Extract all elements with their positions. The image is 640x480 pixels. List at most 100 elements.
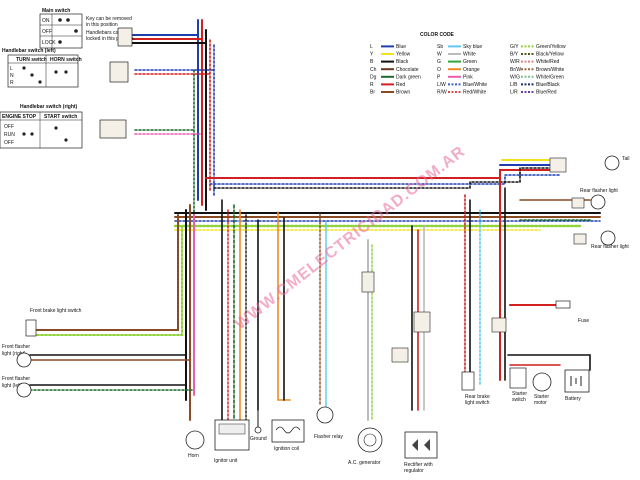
generator-icon	[357, 427, 383, 453]
main-switch-note-1: Key can be removed	[86, 16, 132, 22]
color-code-abbrev: W/R	[510, 59, 520, 65]
color-code-name: Brown/White	[536, 67, 565, 73]
handlebar-right-start: START switch	[44, 114, 77, 120]
battery-label: Battery	[565, 396, 581, 402]
color-code-abbrev: Br/W	[510, 67, 521, 73]
rear-flasher-left: Rear flasher light	[580, 188, 618, 210]
color-code-name: Black	[396, 59, 409, 65]
bulb-icon	[590, 194, 606, 210]
color-code-name: Green	[463, 59, 477, 65]
color-code-abbrev: G/Y	[510, 44, 519, 50]
wire-harness	[29, 19, 601, 421]
main-switch-note-3: Handlebars can be	[86, 30, 128, 36]
starter-motor-label-2: motor	[534, 400, 547, 406]
flasher-relay: Flasher relay	[314, 406, 343, 440]
handlebar-left-row-l: L	[10, 66, 13, 72]
main-switch-note-2: in this position	[86, 22, 118, 28]
connectors	[361, 157, 587, 363]
color-code-abbrev: B	[370, 59, 374, 65]
color-code-name: Red/White	[463, 90, 487, 96]
horn-icon	[185, 430, 205, 450]
color-code-abbrev: L	[370, 44, 373, 50]
color-code-name: Yellow	[396, 52, 411, 58]
battery: Battery	[564, 369, 590, 402]
rectifier-regulator: Rectifier with regulator	[404, 431, 438, 474]
color-code-name: Pink	[463, 74, 473, 80]
front-flasher-right-label-1: Front flasher	[2, 344, 30, 350]
color-code-name: White/Green	[536, 74, 564, 80]
battery-icon	[564, 369, 590, 393]
handlebar-right-row-off-2: OFF	[4, 140, 14, 146]
ignitor-unit: Ignitor unit	[214, 419, 250, 464]
color-code-name: Chocolate	[396, 67, 419, 73]
horn: Horn	[185, 430, 205, 459]
color-code-name: Blue/White	[463, 82, 487, 88]
starter-switch: Starter switch	[509, 367, 527, 403]
color-code-name: Black/Yellow	[536, 52, 564, 58]
color-code-abbrev: L/R	[510, 90, 518, 96]
fuse-icon	[555, 300, 571, 309]
handlebar-right-connector	[99, 119, 127, 139]
fuse: Fuse	[555, 300, 589, 324]
relay-icon	[316, 406, 334, 424]
front-flasher-left-label-1: Front flasher	[2, 376, 30, 382]
handlebar-right-row-off-1: OFF	[4, 124, 14, 130]
color-code-name: White	[463, 52, 476, 58]
bulb-icon	[600, 230, 616, 246]
color-code-abbrev: Br	[370, 90, 375, 96]
front-flasher-right-label-2: light (right)	[2, 351, 26, 357]
rectifier-label-1: Rectifier with	[404, 462, 433, 468]
ground-icon	[254, 426, 262, 434]
motor-icon	[532, 372, 552, 392]
front-brake-light-switch: Front brake light switch	[25, 308, 82, 337]
color-code-abbrev: Sb	[437, 44, 443, 50]
color-code-name: White/Red	[536, 59, 560, 65]
color-code-name: Sky blue	[463, 44, 482, 50]
main-switch-connector	[117, 27, 133, 47]
rear-flasher-right: Rear flasher light	[591, 230, 629, 250]
handlebar-left-row-r: R	[10, 80, 14, 86]
color-code-name: Blue/Red	[536, 90, 557, 96]
front-flasher-left-label-2: light (left)	[2, 383, 23, 389]
color-code-abbrev: Dg	[370, 74, 377, 80]
starter-switch-label-2: switch	[512, 397, 526, 403]
ground-label: Ground	[250, 436, 267, 442]
starter-motor-label-1: Starter	[534, 394, 549, 400]
color-code-abbrev: R/W	[437, 90, 447, 96]
color-code-name: Orange	[463, 67, 480, 73]
handlebar-right-table	[0, 111, 83, 149]
ac-generator: A.C. generator	[348, 427, 383, 466]
handlebar-switch-left: Handlebar switch (left) TURN switch HORN…	[2, 48, 129, 88]
rear-brake-switch-label-1: Rear brake	[465, 394, 490, 400]
front-brake-light-switch-label: Front brake light switch	[30, 308, 82, 314]
color-code-abbrev: B/Y	[510, 52, 519, 58]
main-switch-row-on: ON	[42, 18, 50, 24]
rectifier-label-2: regulator	[404, 468, 424, 474]
color-code-abbrev: O	[437, 67, 441, 73]
starter-switch-label-1: Starter	[512, 391, 527, 397]
color-code-name: Brown	[396, 90, 410, 96]
color-code-abbrev: P	[437, 74, 441, 80]
main-switch-row-lock: LOCK	[42, 40, 56, 46]
ignition-coil-label: Ignition coil	[274, 446, 299, 452]
handlebar-right-row-run: RUN	[4, 132, 15, 138]
ground: Ground	[250, 410, 267, 442]
main-switch: Main switch ON OFF LOCK Key can be remov…	[39, 8, 135, 49]
color-code-abbrev: R	[370, 82, 374, 88]
bulb-icon	[16, 352, 32, 368]
color-code-name: Blue/Black	[536, 82, 560, 88]
bulb-icon	[16, 382, 32, 398]
color-code-name: Blue	[396, 44, 406, 50]
main-switch-note-4: locked in this position.	[86, 36, 135, 42]
flasher-relay-label: Flasher relay	[314, 434, 343, 440]
front-flasher-right: Front flasher light (right)	[2, 344, 32, 368]
tail-label: Tail	[622, 156, 630, 162]
ac-generator-label: A.C. generator	[348, 460, 381, 466]
handlebar-left-turn: TURN switch	[16, 57, 47, 63]
rear-flasher-left-label: Rear flasher light	[580, 188, 618, 194]
main-switch-title: Main switch	[42, 8, 70, 14]
color-code-title: COLOR CODE	[420, 32, 455, 38]
